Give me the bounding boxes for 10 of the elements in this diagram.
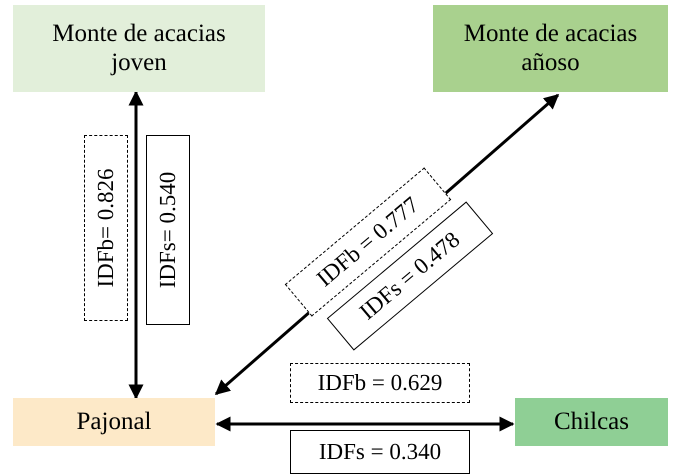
habitat-box: Monte de acacias añoso (433, 5, 668, 92)
double-arrow (216, 416, 514, 432)
index-label: IDFs= 0.540 (146, 135, 190, 325)
index-label: IDFb= 0.826 (84, 135, 128, 321)
habitat-box: Pajonal (13, 398, 215, 446)
habitat-box: Chilcas (515, 398, 668, 446)
double-arrow (128, 90, 144, 400)
habitat-box: Monte de acacias joven (13, 5, 265, 92)
index-label: IDFb = 0.629 (290, 363, 470, 403)
index-label: IDFs = 0.340 (290, 430, 470, 474)
